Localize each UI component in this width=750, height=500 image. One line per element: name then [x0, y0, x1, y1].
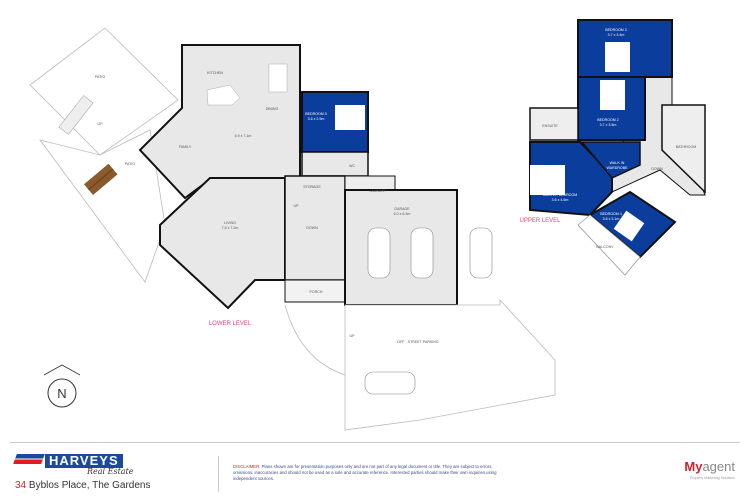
- curved-stairs: [284, 304, 346, 376]
- off-street-parking: [344, 298, 556, 431]
- patio-bottom: [39, 129, 166, 283]
- label-bedroom5-size: 3.6 x 2.9m: [308, 117, 325, 121]
- kitchen-island: [206, 84, 241, 106]
- wc: [301, 151, 369, 177]
- label-bedroom4-size: 3.6 x 3.1m: [603, 217, 620, 221]
- logo-stripe: [13, 454, 45, 464]
- footer-divider: [10, 442, 740, 443]
- footer-vertical-divider: [218, 456, 219, 492]
- label-living: LIVING: [224, 221, 236, 225]
- bed: [605, 42, 630, 72]
- label-kitchen: KITCHEN: [207, 71, 223, 75]
- label-storage: STORAGE: [303, 185, 321, 189]
- myagent-tagline: Property Marketing Solutions: [690, 476, 735, 480]
- upper-level: BEDROOM 3 3.7 x 3.4m BEDROOM 2 3.7 x 3.5…: [519, 19, 706, 276]
- label-garage: GARAGE: [394, 207, 410, 211]
- car-icons: [364, 227, 493, 395]
- bathroom: [661, 104, 706, 194]
- label-master: MASTER BEDROOM: [543, 193, 578, 197]
- label-parking: OFF - STREET PARKING: [397, 340, 439, 344]
- bed: [613, 210, 645, 242]
- lower-level: PATIO UP PATIO KITCHEN DINING FAMILY 6.9…: [29, 27, 556, 431]
- label-patio-2: PATIO: [125, 162, 135, 166]
- label-stairs-down: DOWN: [306, 226, 318, 230]
- label-laundry: LAUNDRY: [369, 189, 387, 193]
- label-family: FAMILY: [179, 145, 192, 149]
- ensuite: [529, 107, 579, 141]
- dining-table: [268, 63, 288, 93]
- label-porch: PORCH: [310, 290, 323, 294]
- myagent-logo: Myagent Property Marketing Solutions: [684, 458, 735, 480]
- north-arrow-icon: N: [43, 364, 81, 408]
- label-dining: DINING: [266, 107, 279, 111]
- brand-sub: Real Estate: [87, 467, 134, 476]
- label-bedroom5: BEDROOM 5: [305, 112, 327, 116]
- bed: [530, 165, 565, 195]
- myagent-my: My: [684, 459, 703, 474]
- label-bedroom2: BEDROOM 2: [597, 118, 619, 122]
- label-garage-size: 6.0 x 6.3m: [394, 212, 411, 216]
- bed: [600, 80, 625, 110]
- label-wiw-2: WARDROBE: [606, 166, 628, 170]
- balcony: [577, 214, 641, 276]
- disclaimer-text: Plans shown are for presentation purpose…: [233, 464, 497, 481]
- label-ensuite: ENSUITE: [542, 124, 558, 128]
- living: [159, 177, 286, 310]
- label-bathroom: BATHROOM: [676, 145, 697, 149]
- lower-level-label: LOWER LEVEL: [209, 321, 252, 327]
- label-bedroom3-size: 3.7 x 3.4m: [608, 33, 625, 37]
- patio-table-icon: [84, 163, 118, 196]
- upper-level-label: UPPER LEVEL: [519, 218, 561, 224]
- label-family-size: 6.9 x 7.1m: [235, 134, 252, 138]
- label-patio-up: UP: [98, 122, 104, 126]
- label-down: DOWN: [651, 167, 663, 171]
- address-street: Byblos Place, The Gardens: [28, 480, 151, 491]
- address-number: 34: [15, 480, 27, 491]
- property-address: 34 Byblos Place, The Gardens: [15, 480, 150, 491]
- patio-top: [29, 27, 179, 156]
- floor-plan: PATIO UP PATIO KITCHEN DINING FAMILY 6.9…: [29, 19, 706, 431]
- bed: [335, 105, 365, 130]
- garage: [344, 189, 458, 306]
- myagent-agent: agent: [702, 459, 735, 474]
- label-bedroom3: BEDROOM 3: [605, 28, 627, 32]
- label-bedroom4: BEDROOM 4: [600, 212, 622, 216]
- patio-steps: [58, 95, 94, 135]
- label-bedroom2-size: 3.7 x 3.5m: [600, 123, 617, 127]
- label-patio: PATIO: [95, 75, 105, 79]
- label-master-size: 3.6 x 4.6m: [552, 198, 569, 202]
- walk-in-wardroble: [580, 141, 641, 179]
- label-wiw-1: WALK IN: [610, 161, 625, 165]
- compass-label: N: [57, 386, 66, 401]
- disclaimer-heading: DISCLAIMER:: [233, 464, 261, 469]
- master-bedroom: [529, 141, 613, 217]
- label-balcony: BALCONY: [596, 245, 614, 249]
- label-living-size: 7.6 x 7.2m: [222, 226, 239, 230]
- label-drive-up: UP: [350, 334, 356, 338]
- label-stairs-up: UP: [294, 204, 300, 208]
- brand-name: HARVEYS: [45, 454, 123, 468]
- disclaimer: DISCLAIMER: Plans shown are for presenta…: [233, 464, 503, 482]
- label-wc: WC: [349, 164, 355, 168]
- harveys-logo: HARVEYS Real Estate: [13, 452, 134, 476]
